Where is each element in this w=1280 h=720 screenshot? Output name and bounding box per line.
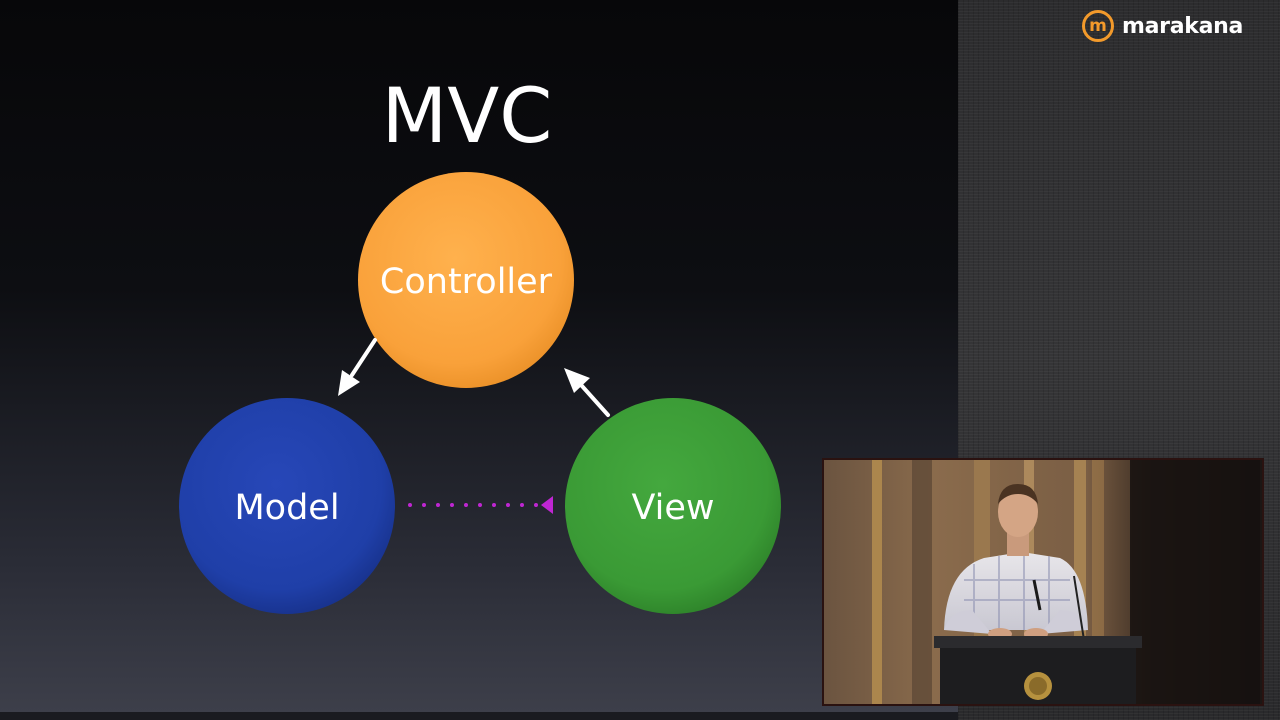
arrowhead-icon — [564, 368, 590, 393]
speaker-video-inset — [822, 458, 1264, 706]
arrowhead-icon — [338, 370, 360, 396]
model-node: Model — [179, 398, 395, 614]
slide-bottom-strip — [0, 712, 958, 720]
view-label: View — [631, 488, 714, 528]
view-node: View — [565, 398, 781, 614]
controller-node: Controller — [358, 172, 574, 388]
slide-title: MVC — [382, 71, 553, 160]
edge-view-to-model — [408, 496, 553, 514]
marakana-logo-text: marakana — [1122, 13, 1244, 39]
speaker-video-icon — [824, 460, 1262, 704]
edge-view-to-controller — [564, 368, 610, 417]
marakana-logo-icon: m — [1082, 10, 1114, 42]
controller-label: Controller — [380, 262, 553, 302]
slide: MVC Controller Model View — [0, 0, 958, 720]
model-label: Model — [234, 488, 339, 528]
mvc-diagram: MVC Controller Model View — [179, 71, 781, 614]
edge-controller-to-model — [338, 338, 377, 396]
arrowhead-icon — [541, 496, 553, 514]
marakana-logo: m marakana — [1082, 8, 1243, 44]
